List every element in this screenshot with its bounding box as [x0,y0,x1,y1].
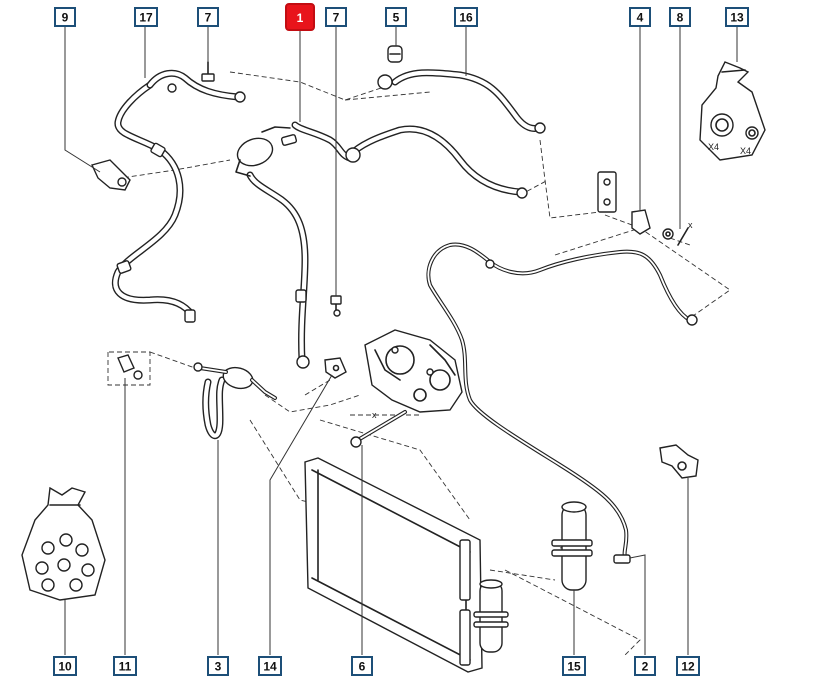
svg-text:15: 15 [567,660,581,674]
callout-11[interactable]: 11 [113,656,137,676]
svg-text:2: 2 [642,660,649,674]
x-label-compressor: x [372,410,377,420]
svg-text:9: 9 [62,11,69,25]
x-label-top: x [688,220,693,230]
dryer-15[interactable] [551,501,593,591]
bracket-4[interactable] [631,209,651,235]
svg-text:7: 7 [205,11,212,25]
svg-text:5: 5 [393,11,400,25]
callout-12[interactable]: 12 [676,656,700,676]
callout-14[interactable]: 14 [258,656,282,676]
callout-9[interactable]: 9 [54,7,76,27]
bolt-7-middle[interactable] [330,295,342,317]
callout-6[interactable]: 6 [351,656,373,676]
clamp-9[interactable] [91,159,131,191]
hose-1[interactable] [234,121,354,369]
pipe-2[interactable] [426,242,698,564]
bolt-7-upper[interactable] [201,61,215,82]
nut-8[interactable]: x [662,220,693,246]
callout-3[interactable]: 3 [207,656,229,676]
callout-2[interactable]: 2 [634,656,656,676]
callout-1-selected[interactable]: 1 [285,3,315,31]
svg-text:13: 13 [730,11,744,25]
valve-11[interactable] [117,354,143,380]
callout-13[interactable]: 13 [725,7,749,27]
hose-16[interactable] [345,69,546,199]
parts-bag-13[interactable]: X4 X4 [699,61,766,161]
callout-7-middle[interactable]: 7 [325,7,347,27]
svg-text:4: 4 [637,11,644,25]
dryer-on-condenser [473,579,509,653]
leader-lines [64,26,738,655]
callout-5[interactable]: 5 [385,7,407,27]
callout-8[interactable]: 8 [669,7,691,27]
clip-5[interactable] [387,45,403,63]
svg-text:11: 11 [119,660,132,674]
hose-3[interactable] [193,362,277,440]
svg-text:12: 12 [681,660,695,674]
bolt-6[interactable]: x [350,410,407,448]
compressor[interactable] [364,329,463,413]
parts-bag-10[interactable] [21,486,106,601]
callout-16[interactable]: 16 [454,7,478,27]
svg-text:8: 8 [677,11,684,25]
svg-text:17: 17 [139,11,153,25]
callout-17[interactable]: 17 [134,7,158,27]
svg-text:3: 3 [215,660,222,674]
svg-text:14: 14 [263,660,277,674]
bag13-qty-right: X4 [740,146,751,156]
clip-12[interactable] [659,444,699,479]
svg-text:1: 1 [297,11,304,25]
callout-15[interactable]: 15 [562,656,586,676]
bag13-qty-left: X4 [708,142,719,152]
svg-text:10: 10 [58,660,72,674]
sensor-block[interactable] [597,171,617,213]
svg-text:6: 6 [359,660,366,674]
svg-text:7: 7 [333,11,340,25]
hose-17[interactable] [111,69,246,323]
bracket-14[interactable] [324,357,347,379]
callout-10[interactable]: 10 [53,656,77,676]
callout-7-upper[interactable]: 7 [197,7,219,27]
condenser[interactable] [304,457,483,673]
svg-text:16: 16 [459,11,473,25]
callout-4[interactable]: 4 [629,7,651,27]
